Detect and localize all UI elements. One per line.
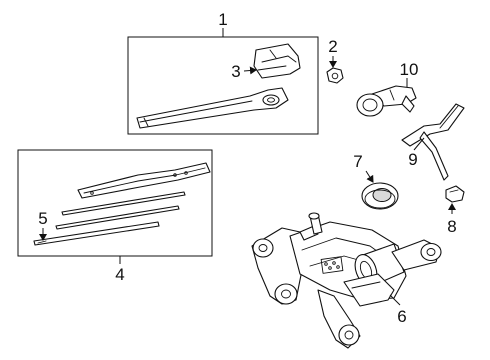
connector-part — [445, 185, 465, 214]
wiper-blade-insert — [33, 221, 160, 246]
callout-6-leader — [389, 294, 401, 306]
washer-nozzle-part — [356, 78, 417, 117]
nut-part — [326, 56, 344, 84]
callout-9-leader — [413, 137, 425, 151]
callout-3-leader — [243, 66, 257, 75]
blade-frame — [77, 162, 211, 199]
callout-8: 8 — [447, 217, 456, 236]
callout-2: 2 — [328, 37, 337, 56]
callout-7-leader — [365, 170, 374, 183]
callout-5: 5 — [38, 209, 47, 228]
blade-assembly-group — [17, 149, 213, 264]
callout-7: 7 — [353, 152, 362, 171]
washer-hose-part — [401, 103, 465, 181]
wiper-arm — [136, 87, 289, 129]
wiper-motor-part — [251, 212, 442, 349]
blade-assembly-box — [17, 149, 213, 257]
grommet-part — [361, 170, 399, 210]
blade-strip-upper — [61, 191, 186, 216]
callout-4: 4 — [115, 265, 124, 284]
callout-1: 1 — [218, 10, 227, 29]
callout-10: 10 — [400, 60, 419, 79]
callout-9: 9 — [408, 150, 417, 169]
callout-3: 3 — [231, 62, 240, 81]
callout-6: 6 — [397, 307, 406, 326]
blade-strip-middle — [55, 205, 180, 230]
arm-assembly-group — [127, 28, 319, 135]
arm-cap — [253, 43, 301, 79]
